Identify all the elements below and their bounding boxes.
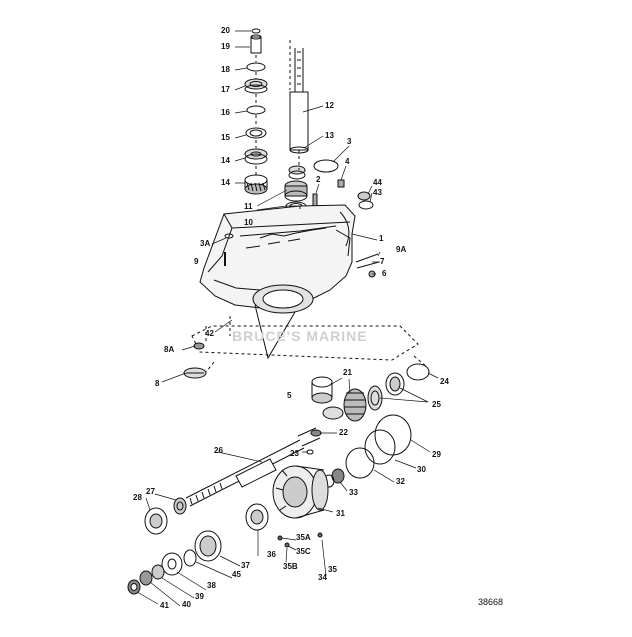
bearing-13 (288, 165, 306, 180)
callout-39: 39 (195, 592, 204, 601)
nut-40 (139, 570, 153, 586)
callout-7: 7 (380, 257, 385, 266)
callout-8: 8 (155, 379, 160, 388)
callout-14-upper: 14 (221, 156, 230, 165)
grease-fitting-4 (337, 179, 345, 188)
callout-43: 43 (373, 188, 382, 197)
pinion-gear-14b (244, 174, 268, 195)
bearing-cup-5 (311, 376, 333, 404)
callout-29: 29 (432, 450, 441, 459)
callout-10: 10 (244, 218, 253, 227)
callout-11: 11 (244, 202, 253, 211)
shim-24 (406, 363, 430, 381)
screen-8 (183, 367, 207, 379)
driveshaft-12 (289, 48, 309, 154)
bearing-37 (194, 530, 222, 562)
nut-22 (310, 429, 322, 437)
callout-4: 4 (345, 157, 350, 166)
callout-32: 32 (396, 477, 405, 486)
callout-9a: 9A (396, 245, 407, 254)
callout-1: 1 (379, 234, 384, 243)
screw-8a (193, 342, 205, 350)
gearcase-housing-1 (199, 204, 356, 360)
callout-35a: 35A (296, 533, 311, 542)
callout-24: 24 (440, 377, 449, 386)
callout-17: 17 (221, 85, 230, 94)
callout-45: 45 (232, 570, 241, 579)
bushing-19 (250, 34, 262, 54)
callout-35c: 35C (296, 547, 311, 556)
callout-20: 20 (221, 26, 230, 35)
callout-9: 9 (194, 257, 199, 266)
o-ring-18 (246, 62, 266, 72)
callout-38: 38 (207, 581, 216, 590)
callout-18: 18 (221, 65, 230, 74)
bearing-36 (245, 503, 269, 531)
assembly-guide-lines (191, 40, 429, 373)
spacer-11 (284, 180, 308, 202)
callout-35b: 35B (283, 562, 298, 571)
callout-41: 41 (160, 601, 169, 610)
callout-34: 34 (318, 573, 327, 582)
propshaft-26 (185, 427, 321, 507)
callout-23: 23 (290, 449, 299, 458)
o-ring-29 (374, 414, 412, 456)
tab-washer-39 (151, 564, 165, 580)
callout-2: 2 (316, 175, 321, 184)
callout-25: 25 (432, 400, 441, 409)
thrust-washer-38 (161, 552, 183, 576)
callout-3: 3 (347, 137, 352, 146)
callout-36: 36 (267, 550, 276, 559)
callout-37: 37 (241, 561, 250, 570)
callout-44: 44 (373, 178, 382, 187)
nut-41 (127, 579, 141, 595)
callout-21: 21 (343, 368, 352, 377)
figure-number: 38668 (478, 597, 504, 607)
bearing-28 (144, 507, 168, 535)
pin-2 (312, 193, 318, 207)
washer-3a (224, 233, 234, 239)
callout-19: 19 (221, 42, 230, 51)
stud-9a-7 (355, 253, 380, 269)
bearing-carrier-31 (272, 465, 329, 519)
callout-26: 26 (214, 446, 223, 455)
forward-gear-21 (322, 388, 367, 422)
callout-13: 13 (325, 131, 334, 140)
callout-6: 6 (382, 269, 387, 278)
thrust-hub-45 (183, 549, 197, 567)
callout-42: 42 (205, 329, 214, 338)
callout-33: 33 (349, 488, 358, 497)
callout-31: 31 (336, 509, 345, 518)
callout-30: 30 (417, 465, 426, 474)
callout-14-lower: 14 (221, 178, 230, 187)
watermark: BRUCE'S MARINE (232, 328, 368, 344)
washer-20 (251, 28, 261, 34)
callout-28: 28 (133, 493, 142, 502)
bearing-25 (367, 372, 405, 411)
callout-12: 12 (325, 101, 334, 110)
race-15 (245, 127, 267, 139)
o-ring-32 (345, 447, 375, 479)
nut-43-44 (357, 191, 374, 210)
seal-27 (173, 497, 187, 515)
callout-5: 5 (287, 391, 292, 400)
callout-22: 22 (339, 428, 348, 437)
bearing-14a (244, 148, 268, 165)
leader-lines (136, 30, 439, 607)
o-ring-30 (364, 429, 396, 465)
callout-16: 16 (221, 108, 230, 117)
shim-16 (246, 105, 266, 115)
callout-27: 27 (146, 487, 155, 496)
o-ring-3 (313, 159, 339, 173)
callout-8a: 8A (164, 345, 175, 354)
callout-40: 40 (182, 600, 191, 609)
callout-15: 15 (221, 133, 230, 142)
callout-35: 35 (328, 565, 337, 574)
bearing-17 (244, 78, 268, 94)
callout-3a: 3A (200, 239, 211, 248)
